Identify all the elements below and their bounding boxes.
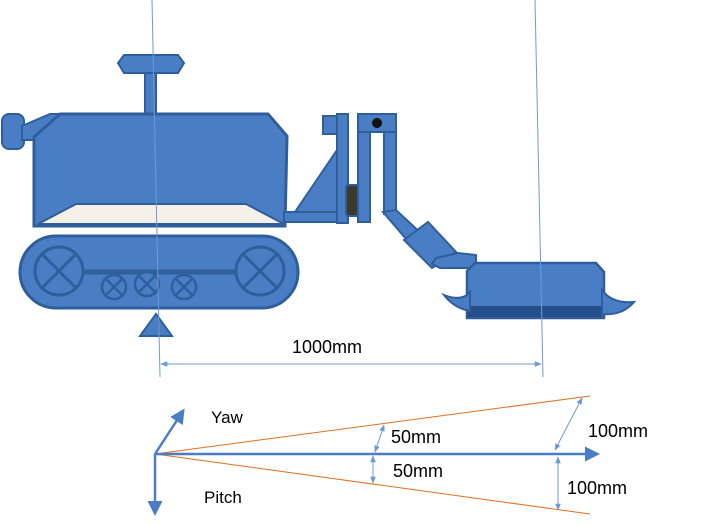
body-panel (37, 203, 285, 225)
upper-far-dimension (554, 397, 583, 451)
pivot-marker (138, 312, 174, 337)
front-wheel (234, 245, 286, 297)
machine-illustration (1, 54, 637, 337)
main-body (32, 112, 289, 228)
upper-far-label: 100mm (588, 421, 648, 441)
pitch-label: Pitch (204, 488, 242, 507)
lower-offset-label: 50mm (393, 461, 443, 481)
road-wheel-2 (133, 270, 161, 298)
cutter-band (467, 306, 602, 317)
reference-line-right (534, 0, 544, 378)
upper-cone-line (154, 395, 591, 455)
yaw-axis-arrow (153, 408, 185, 455)
front-brace (293, 146, 342, 213)
tab-left (322, 115, 338, 135)
pivot-dot (372, 118, 382, 128)
front-blade (601, 286, 637, 316)
cutter-head (465, 261, 606, 320)
tolerance-diagram: Yaw Pitch 50mm 50mm 100mm 100mm (147, 395, 648, 516)
post-left (336, 113, 349, 224)
length-label: 1000mm (292, 337, 362, 357)
lower-far-label: 100mm (567, 478, 627, 498)
upper-offset-label: 50mm (391, 427, 441, 447)
rear-wheel (33, 245, 85, 297)
road-wheel-1 (100, 273, 128, 301)
lower-cone-line (154, 453, 591, 515)
reference-line-left (151, 0, 161, 378)
rear-knob (1, 113, 25, 150)
yaw-label: Yaw (211, 408, 244, 427)
upper-near-dimension (374, 424, 385, 453)
road-wheel-3 (170, 273, 198, 301)
rear-blade (441, 289, 471, 313)
mast-cap (116, 54, 186, 74)
